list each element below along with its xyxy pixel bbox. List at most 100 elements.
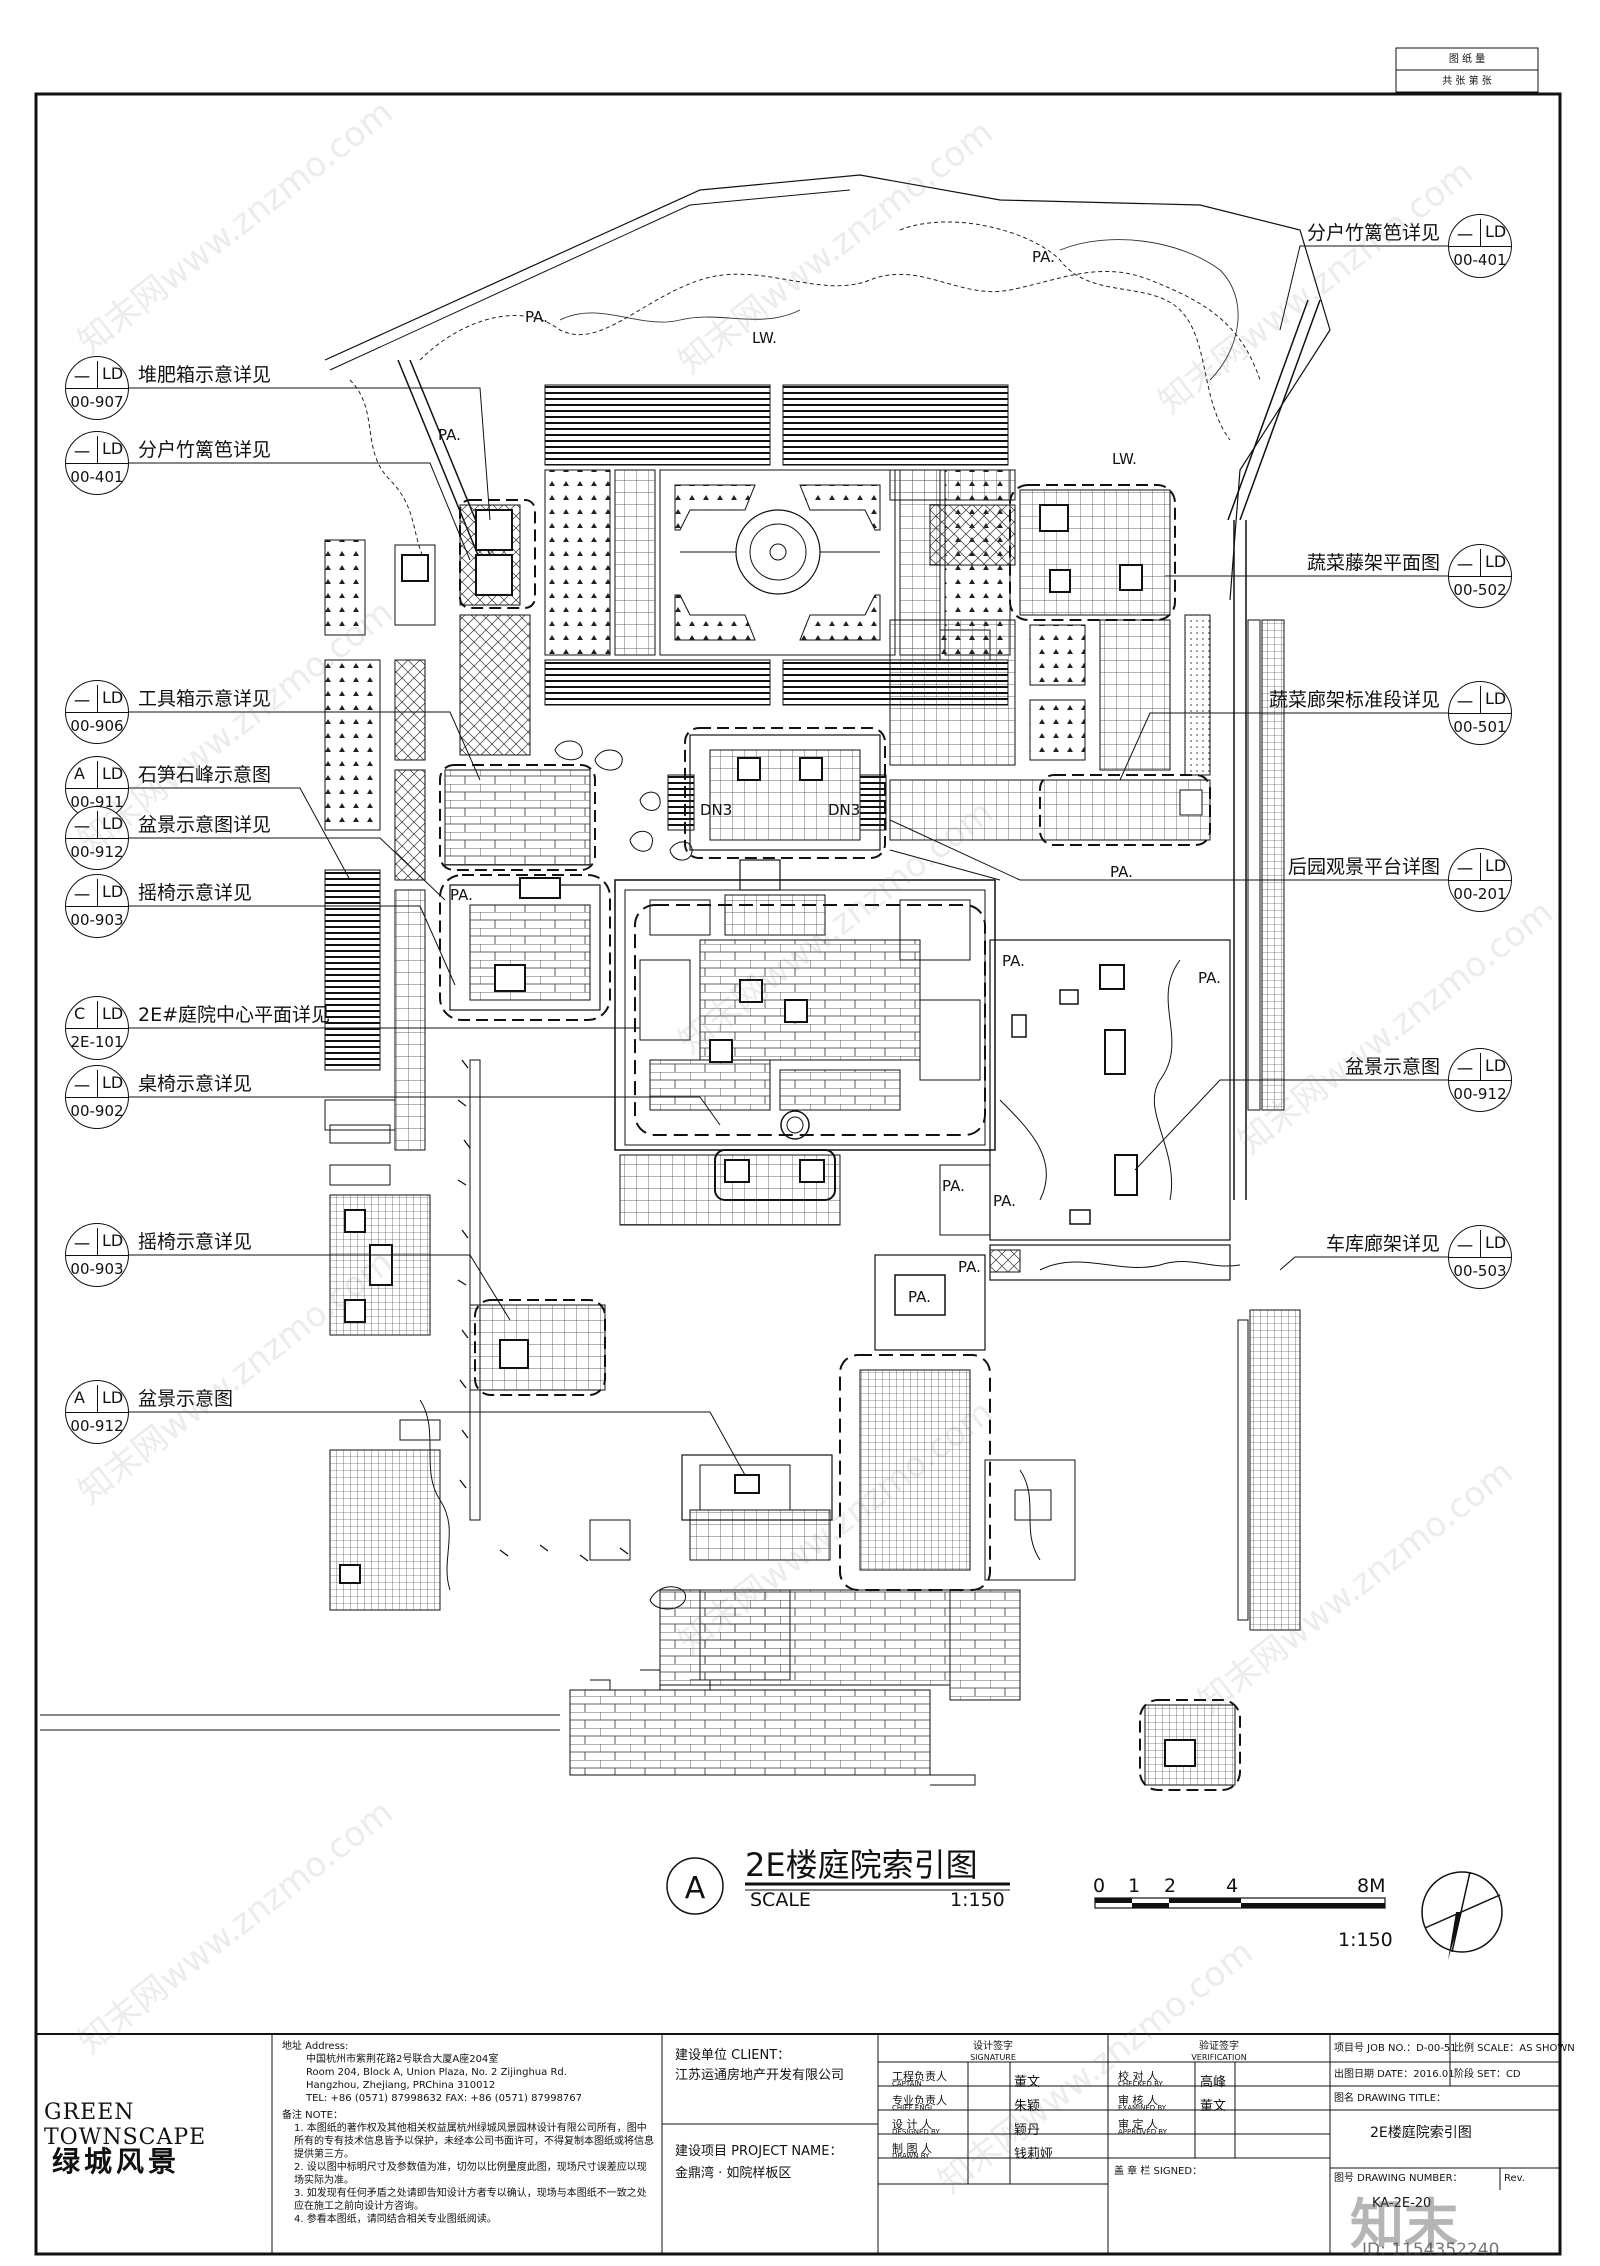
callout-divider (66, 838, 128, 839)
scale-tick: 0 (1093, 1875, 1105, 1897)
role-cn: 制 图 人 (892, 2142, 932, 2155)
date-field: 出图日期 DATE：2016.01 (1334, 2068, 1455, 2081)
callout-divider (1449, 576, 1511, 577)
callout-divider (1449, 1257, 1511, 1258)
callout-label: 工具箱示意详见 (138, 688, 272, 710)
plan-title-circle (666, 1857, 724, 1915)
callout-label: 石笋石峰示意图 (138, 764, 272, 786)
callout-ld: LD (1485, 1056, 1507, 1075)
label-pa: PA. (1002, 952, 1025, 970)
callout-label: 盆景示意图详见 (138, 814, 272, 836)
callout-sheet-number: 00-503 (1453, 1262, 1507, 1280)
check-name: 董文 (1200, 2099, 1227, 2114)
callout-sheet-number: 00-502 (1453, 581, 1507, 599)
signature-title: 设计签字 (973, 2041, 1013, 2052)
callout-sheet-number: 00-912 (70, 843, 124, 861)
callout-index: 一 (1457, 556, 1474, 575)
watermark-brand: 知末 (1350, 2193, 1458, 2256)
callout-sheet-number: 00-907 (70, 393, 124, 411)
callout-index: 一 (1457, 860, 1474, 879)
callout-ld: LD (1485, 856, 1507, 875)
callout-divider (97, 1385, 98, 1412)
client-name: 江苏运通房地产开发有限公司 (675, 2068, 845, 2083)
job-no-value: D-00-51 (1416, 2043, 1457, 2054)
callout-ld: LD (102, 764, 124, 783)
set-field: 阶段 SET：CD (1454, 2068, 1521, 2081)
callout-index: 一 (74, 1077, 91, 1096)
project-label: 建设项目 PROJECT NAME： (675, 2144, 843, 2159)
callout-sheet-number: 00-906 (70, 717, 124, 735)
callout-sheet-number: 00-903 (70, 911, 124, 929)
check-en: CHECKED BY (1118, 2080, 1163, 2088)
label-lw: LW. (1112, 450, 1137, 468)
scale-tick: 4 (1226, 1875, 1238, 1897)
plan-title-mark: A (685, 1871, 706, 1906)
callout-divider (66, 1028, 128, 1029)
role-name: 颖丹 (1014, 2123, 1041, 2138)
callout-ld: LD (102, 1388, 124, 1407)
scale-field-value: AS SHOWN (1519, 2043, 1575, 2054)
callout-sheet-number: 00-911 (70, 793, 124, 811)
address-line: TEL: +86 (0571) 87998632 FAX: +86 (0571)… (306, 2093, 583, 2104)
callout-ld: LD (102, 688, 124, 707)
role-cn: 设 计 人 (892, 2118, 932, 2131)
scale-tick: 2 (1164, 1875, 1176, 1897)
label-pa: PA. (908, 1288, 931, 1306)
label-dn3: DN3 (700, 801, 732, 819)
project-name: 金鼎湾 · 如院样板区 (675, 2166, 792, 2181)
seal-label: 盖 章 栏 SIGNED： (1114, 2166, 1203, 2177)
date-label: 出图日期 DATE： (1334, 2069, 1414, 2080)
label-pa: PA. (450, 886, 473, 904)
callout-divider (66, 1255, 128, 1256)
callout-index: 一 (74, 692, 91, 711)
callout-sheet-number: 00-401 (1453, 251, 1507, 269)
callout-label: 2E#庭院中心平面详见 (138, 1004, 331, 1026)
logo-english: GREEN TOWNSCAPE (44, 2100, 207, 2150)
callout-sheet-number: 2E-101 (70, 1033, 124, 1051)
callout-right: 一 LD 00-401 (1448, 214, 1512, 278)
address-line: Hangzhou, Zhejiang, PRChina 310012 (306, 2080, 496, 2091)
job-no: 项目号 JOB NO.：D-00-51 (1334, 2042, 1457, 2055)
callout-divider (1480, 853, 1481, 880)
callout-divider (1449, 880, 1511, 881)
role-name: 朱颖 (1014, 2099, 1041, 2114)
callout-sheet-number: 00-903 (70, 1260, 124, 1278)
callout-divider (1449, 713, 1511, 714)
callout-divider (97, 436, 98, 463)
notes-label: 备注 NOTE： (282, 2110, 343, 2121)
callout-index: C (74, 1004, 86, 1023)
drawing-number-value: KA-2E-20 (1372, 2196, 1432, 2211)
label-pa: PA. (438, 426, 461, 444)
date-value: 2016.01 (1413, 2069, 1455, 2080)
callout-divider (66, 463, 128, 464)
label-dn3: DN3 (828, 801, 860, 819)
address-line: 中国杭州市紫荆花路2号联合大厦A座204室 (306, 2054, 499, 2065)
callout-ld: LD (102, 364, 124, 383)
watermark-id: ID: 1154352240 (1362, 2240, 1500, 2260)
signature-sub: SIGNATURE (970, 2053, 1016, 2062)
callout-divider (1480, 686, 1481, 713)
callout-label: 摇椅示意详见 (138, 1231, 253, 1253)
callout-divider (97, 1070, 98, 1097)
callout-label: 车库廊架详见 (1325, 1233, 1440, 1255)
callout-ld: LD (1485, 222, 1507, 241)
verification-sub: VERIFICATION (1191, 2053, 1247, 2062)
callout-label: 盆景示意图 (1344, 1056, 1440, 1078)
callout-sheet-number: 00-912 (70, 1417, 124, 1435)
callout-divider (97, 761, 98, 788)
callout-ld: LD (102, 814, 124, 833)
callout-label: 盆景示意图 (138, 1388, 234, 1410)
callout-divider (1480, 549, 1481, 576)
callout-index: 一 (74, 818, 91, 837)
callout-divider (66, 1412, 128, 1413)
callout-divider (1449, 1080, 1511, 1081)
callout-divider (1480, 219, 1481, 246)
callout-index: A (74, 764, 85, 783)
callout-index: 一 (1457, 226, 1474, 245)
callout-divider (97, 685, 98, 712)
callout-divider (66, 906, 128, 907)
address-label: 地址 Address: (282, 2041, 349, 2052)
